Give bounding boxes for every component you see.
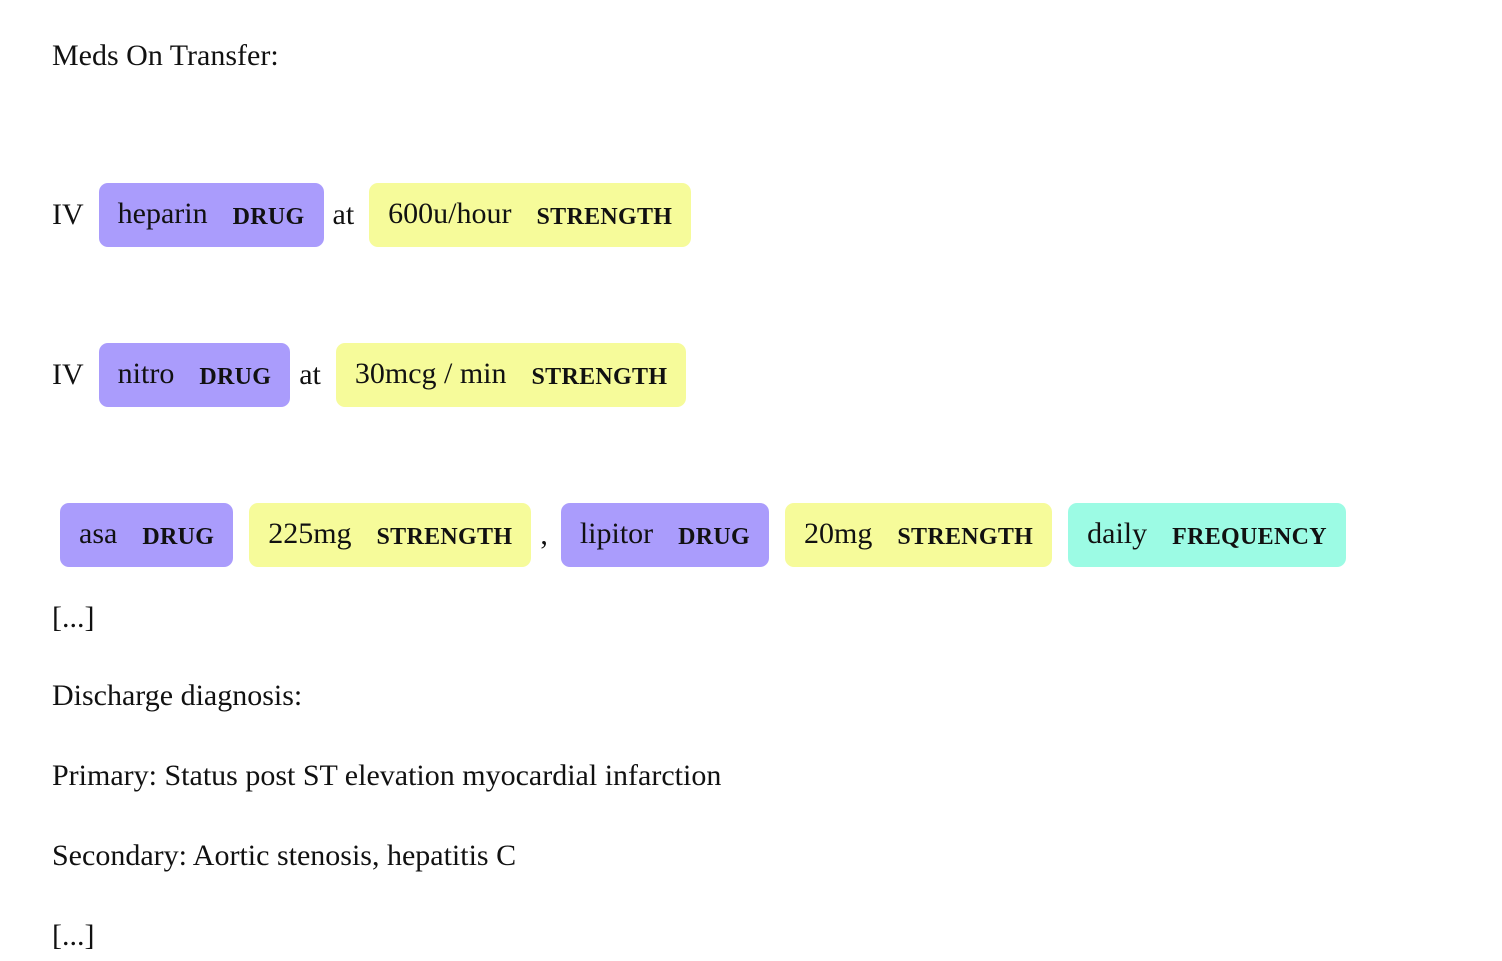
entity-text: 600u/hour (388, 197, 512, 230)
entity-drug-asa[interactable]: asa DRUG (60, 503, 234, 567)
entity-text: 30mcg / min (354, 357, 507, 390)
ellipsis-text: [...] (52, 919, 95, 952)
entity-label: STRENGTH (531, 363, 668, 390)
entity-text: asa (79, 517, 118, 550)
med-row-heparin: IV heparin DRUG at 600u/hour STRENGTH (52, 183, 692, 247)
entity-drug-nitro[interactable]: nitro DRUG (98, 343, 291, 407)
entity-frequency-daily[interactable]: daily FREQUENCY (1068, 503, 1346, 567)
entity-label: STRENGTH (536, 203, 673, 230)
discharge-diagnosis-heading: Discharge diagnosis: (52, 679, 303, 712)
entity-label: DRUG (142, 523, 215, 550)
med-row-asa-lipitor: asa DRUG 225mg STRENGTH , lipitor DRUG 2… (60, 503, 1346, 567)
ellipsis-text: [...] (52, 601, 95, 634)
entity-text: 20mg (804, 517, 873, 550)
entity-text: 225mg (268, 517, 352, 550)
entity-text: nitro (117, 357, 175, 390)
entity-strength-asa[interactable]: 225mg STRENGTH (249, 503, 532, 567)
route-text: IV (52, 358, 84, 391)
meds-on-transfer-heading: Meds On Transfer: (52, 39, 279, 72)
entity-label: DRUG (678, 523, 751, 550)
entity-label: DRUG (199, 363, 272, 390)
route-text: IV (52, 198, 84, 231)
entity-drug-lipitor[interactable]: lipitor DRUG (560, 503, 770, 567)
secondary-diagnosis: Secondary: Aortic stenosis, hepatitis C (52, 839, 517, 872)
entity-strength-nitro[interactable]: 30mcg / min STRENGTH (335, 343, 687, 407)
primary-diagnosis: Primary: Status post ST elevation myocar… (52, 759, 722, 792)
entity-strength-heparin[interactable]: 600u/hour STRENGTH (369, 183, 692, 247)
joiner-text: at (299, 358, 321, 391)
entity-label: STRENGTH (376, 523, 513, 550)
med-row-nitro: IV nitro DRUG at 30mcg / min STRENGTH (52, 343, 687, 407)
entity-text: daily (1087, 517, 1148, 550)
entity-label: DRUG (232, 203, 305, 230)
entity-drug-heparin[interactable]: heparin DRUG (98, 183, 324, 247)
joiner-text: at (332, 198, 355, 231)
entity-text: lipitor (579, 517, 654, 550)
entity-label: STRENGTH (897, 523, 1034, 550)
entity-label: FREQUENCY (1172, 523, 1327, 550)
comma-text: , (540, 518, 548, 551)
entity-strength-lipitor[interactable]: 20mg STRENGTH (785, 503, 1053, 567)
entity-text: heparin (117, 197, 208, 230)
